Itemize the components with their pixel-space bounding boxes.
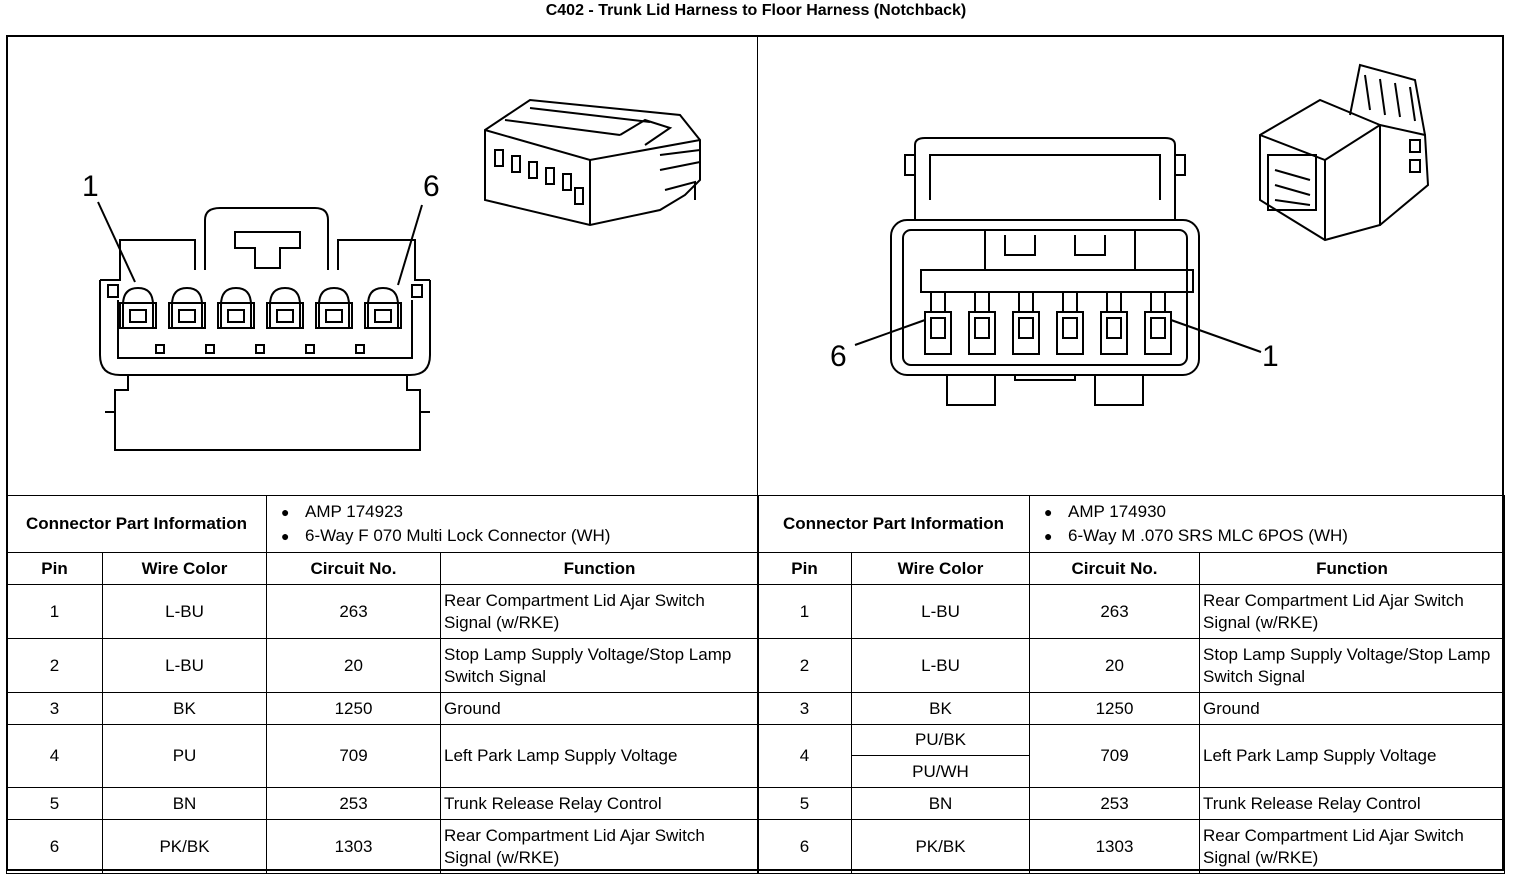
left-connector-info: AMP 174923 6-Way F 070 Multi Lock Connec… <box>266 495 760 553</box>
diagram-title: C402 - Trunk Lid Harness to Floor Harnes… <box>545 2 967 19</box>
pin-function: Trunk Release Relay Control <box>440 787 760 820</box>
wire-color: PU <box>101 724 268 788</box>
pin-function: Rear Compartment Lid Ajar Switch Signal … <box>440 584 760 639</box>
pin-number: 2 <box>757 638 852 693</box>
pin-number: 6 <box>6 819 103 874</box>
left-connector-info-label: Connector Part Information <box>5 495 268 553</box>
pin-function: Ground <box>1199 692 1506 725</box>
table-row: 4 PU/BK 709 Left Park Lamp Supply Voltag… <box>757 724 1506 788</box>
left-header-circuit: Circuit No. <box>266 552 442 585</box>
right-info-description: 6-Way M .070 SRS MLC 6POS (WH) <box>1044 524 1501 548</box>
wire-color: L-BU <box>101 638 268 693</box>
pin-number: 5 <box>757 787 852 820</box>
wire-color: PU/BK <box>850 724 1031 756</box>
table-row: 2 L-BU 20 Stop Lamp Supply Voltage/Stop … <box>757 638 1506 693</box>
wire-color: BN <box>101 787 268 820</box>
circuit-number: 709 <box>266 724 442 788</box>
pin-function: Rear Compartment Lid Ajar Switch Signal … <box>440 819 760 874</box>
circuit-number: 263 <box>266 584 442 639</box>
table-row: 5 BN 253 Trunk Release Relay Control <box>757 787 1506 820</box>
circuit-number: 20 <box>1029 638 1201 693</box>
left-header-wire-color: Wire Color <box>101 552 268 585</box>
wire-color: L-BU <box>101 584 268 639</box>
pin-function: Ground <box>440 692 760 725</box>
pin-number: 3 <box>757 692 852 725</box>
right-info-part-number: AMP 174930 <box>1044 500 1501 524</box>
left-header-pin: Pin <box>6 552 103 585</box>
pin-number: 4 <box>757 724 852 788</box>
left-pinout-table: Connector Part Information AMP 174923 6-… <box>5 495 760 874</box>
right-connector-info-label: Connector Part Information <box>756 495 1031 553</box>
left-pin-label-first: 1 <box>82 170 99 203</box>
right-pin-label-first: 1 <box>1262 340 1279 373</box>
pin-number: 2 <box>6 638 103 693</box>
table-row: 3 BK 1250 Ground <box>757 692 1506 725</box>
pin-function: Left Park Lamp Supply Voltage <box>1199 724 1506 788</box>
pin-number: 3 <box>6 692 103 725</box>
table-row: 1 L-BU 263 Rear Compartment Lid Ajar Swi… <box>757 584 1506 639</box>
pin-function: Rear Compartment Lid Ajar Switch Signal … <box>1199 819 1506 874</box>
panel-divider <box>757 35 758 495</box>
table-row: 4 PU 709 Left Park Lamp Supply Voltage <box>6 724 760 788</box>
pin-number: 1 <box>757 584 852 639</box>
wire-color: PU/WH <box>850 755 1031 788</box>
table-row: 5 BN 253 Trunk Release Relay Control <box>6 787 760 820</box>
right-header-circuit: Circuit No. <box>1029 552 1201 585</box>
wire-color: PK/BK <box>101 819 268 874</box>
left-connector-face-drawing: 1 6 <box>82 170 440 451</box>
left-header-function: Function <box>440 552 760 585</box>
wire-color: BN <box>850 787 1031 820</box>
circuit-number: 253 <box>266 787 442 820</box>
right-header-wire-color: Wire Color <box>850 552 1031 585</box>
left-pin-cavities <box>119 286 402 329</box>
right-header-function: Function <box>1199 552 1506 585</box>
wire-color: PK/BK <box>850 819 1031 874</box>
circuit-number: 1250 <box>1029 692 1201 725</box>
pin-number: 5 <box>6 787 103 820</box>
table-row: 6 PK/BK 1303 Rear Compartment Lid Ajar S… <box>757 819 1506 874</box>
table-row: 3 BK 1250 Ground <box>6 692 760 725</box>
right-connector-info: AMP 174930 6-Way M .070 SRS MLC 6POS (WH… <box>1029 495 1506 553</box>
pin-function: Trunk Release Relay Control <box>1199 787 1506 820</box>
table-row: 2 L-BU 20 Stop Lamp Supply Voltage/Stop … <box>6 638 760 693</box>
right-pin-terminals <box>924 291 1172 355</box>
pin-number: 6 <box>757 819 852 874</box>
circuit-number: 253 <box>1029 787 1201 820</box>
pin-number: 1 <box>6 584 103 639</box>
wire-color: BK <box>850 692 1031 725</box>
left-connector-iso-drawing <box>484 98 701 227</box>
wire-color: L-BU <box>850 584 1031 639</box>
right-header-pin: Pin <box>757 552 852 585</box>
table-row: 1 L-BU 263 Rear Compartment Lid Ajar Swi… <box>6 584 760 639</box>
right-pin-label-last: 6 <box>830 340 847 373</box>
pin-function: Stop Lamp Supply Voltage/Stop Lamp Switc… <box>1199 638 1506 693</box>
table-row: 6 PK/BK 1303 Rear Compartment Lid Ajar S… <box>6 819 760 874</box>
wire-color: L-BU <box>850 638 1031 693</box>
pin-function: Stop Lamp Supply Voltage/Stop Lamp Switc… <box>440 638 760 693</box>
circuit-number: 263 <box>1029 584 1201 639</box>
left-info-part-number: AMP 174923 <box>281 500 755 524</box>
right-pinout-table: Connector Part Information AMP 174930 6-… <box>756 495 1506 874</box>
circuit-number: 1303 <box>266 819 442 874</box>
pin-function: Left Park Lamp Supply Voltage <box>440 724 760 788</box>
circuit-number: 1250 <box>266 692 442 725</box>
wire-color: BK <box>101 692 268 725</box>
circuit-number: 709 <box>1029 724 1201 788</box>
right-connector-face-drawing: 6 1 <box>830 137 1279 406</box>
circuit-number: 20 <box>266 638 442 693</box>
left-info-description: 6-Way F 070 Multi Lock Connector (WH) <box>281 524 755 548</box>
pin-function: Rear Compartment Lid Ajar Switch Signal … <box>1199 584 1506 639</box>
left-pin-label-last: 6 <box>423 170 440 203</box>
pin-number: 4 <box>6 724 103 788</box>
right-connector-iso-drawing <box>1259 63 1430 242</box>
circuit-number: 1303 <box>1029 819 1201 874</box>
